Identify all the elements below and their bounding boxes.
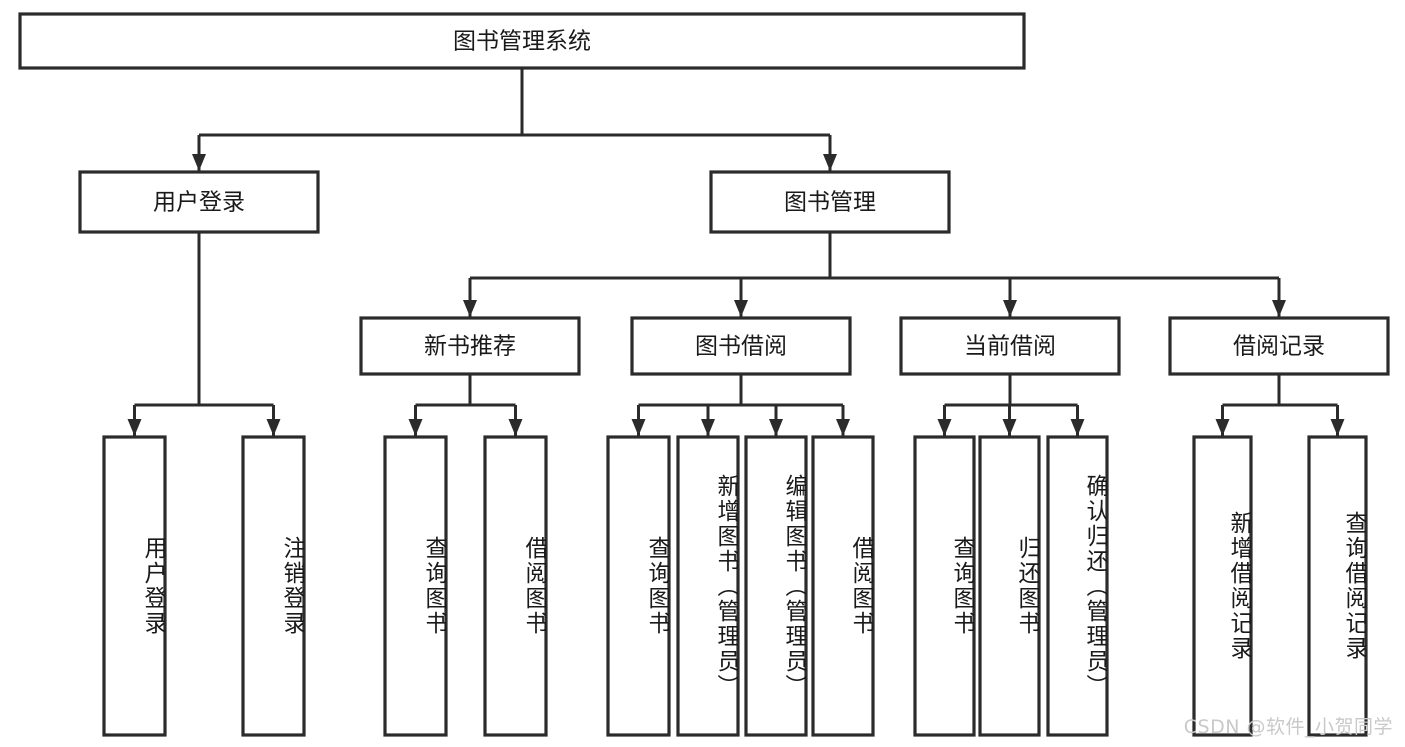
node-label-level2-0: 新书推荐	[424, 334, 516, 360]
arrow-head-leaf	[408, 419, 423, 436]
arrow-head-leaf	[127, 419, 142, 436]
node-box-leaf-0[interactable]	[102, 435, 167, 737]
node-boxes	[18, 12, 1390, 737]
node-box-leaf-1[interactable]	[241, 435, 306, 737]
node-box-leaf-10[interactable]	[1046, 435, 1109, 737]
node-box-level1-1[interactable]	[709, 170, 951, 234]
arrow-head-level1	[823, 154, 837, 171]
node-label-root: 图书管理系统	[453, 29, 591, 55]
arrow-head-leaf	[266, 419, 281, 436]
node-box-leaf-7[interactable]	[811, 435, 875, 737]
node-box-leaf-2[interactable]	[383, 435, 448, 737]
node-label-level2-2: 当前借阅	[964, 334, 1056, 360]
node-box-leaf-3[interactable]	[483, 435, 548, 737]
arrow-head-level2	[1003, 300, 1017, 317]
arrow-head-level1	[192, 154, 206, 171]
node-label-level1-0: 用户登录	[153, 190, 245, 216]
node-box-level2-0[interactable]	[359, 316, 581, 376]
arrow-head-level2	[463, 300, 477, 317]
arrow-head-leaf	[836, 419, 850, 436]
arrow-head-leaf	[1330, 419, 1345, 436]
node-box-leaf-6[interactable]	[744, 435, 808, 737]
connector-lines	[127, 68, 1345, 436]
arrow-head-leaf	[1215, 419, 1230, 436]
watermark-csdn: CSDN @软件_小贺同学	[1183, 716, 1393, 738]
node-box-root[interactable]	[18, 12, 1026, 70]
node-box-leaf-5[interactable]	[676, 435, 740, 737]
node-box-level2-3[interactable]	[1168, 316, 1390, 376]
node-label-level2-1: 图书借阅	[695, 334, 787, 360]
node-box-level2-2[interactable]	[899, 316, 1121, 376]
node-box-leaf-8[interactable]	[913, 435, 976, 737]
arrow-head-level2	[734, 300, 748, 317]
arrow-head-leaf	[1002, 419, 1017, 436]
arrow-head-leaf	[937, 419, 952, 436]
arrow-head-leaf	[701, 419, 715, 436]
node-label-level1-1: 图书管理	[784, 190, 876, 216]
node-box-leaf-9[interactable]	[978, 435, 1041, 737]
node-box-level1-0[interactable]	[78, 170, 320, 234]
arrow-head-leaf	[631, 419, 646, 436]
node-box-leaf-4[interactable]	[606, 435, 671, 737]
node-label-level2-3: 借阅记录	[1233, 334, 1325, 360]
arrow-head-level2	[1272, 300, 1286, 317]
arrow-head-leaf	[769, 419, 783, 436]
node-box-leaf-12[interactable]	[1307, 435, 1368, 737]
node-box-leaf-11[interactable]	[1192, 435, 1253, 737]
arrow-head-leaf	[1070, 419, 1085, 436]
arrow-head-leaf	[508, 419, 523, 436]
node-box-level2-1[interactable]	[630, 316, 852, 376]
